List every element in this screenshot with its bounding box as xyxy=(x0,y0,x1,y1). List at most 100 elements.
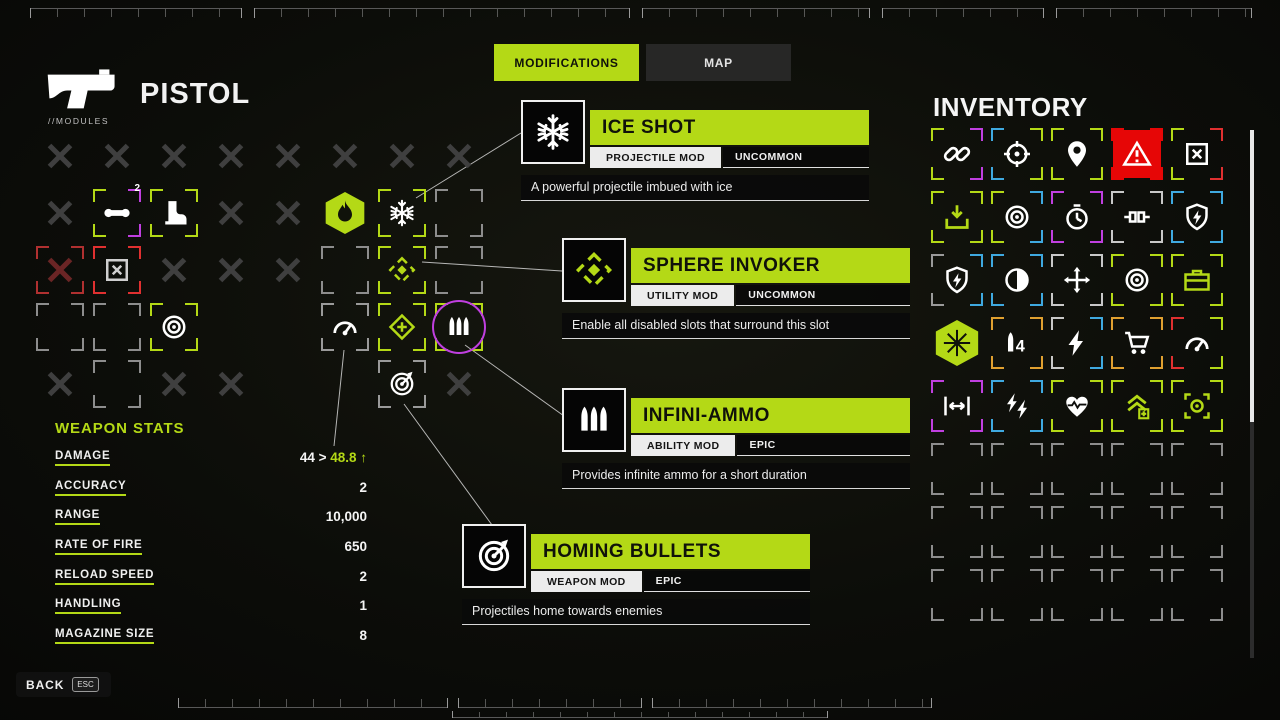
empty-mod-slot[interactable] xyxy=(435,189,483,237)
bullseye-mod-slot[interactable] xyxy=(150,303,198,351)
snowflake-icon xyxy=(537,114,569,150)
bullet-trio-icon xyxy=(449,317,469,335)
mod-rarity-chip: UNCOMMON xyxy=(736,285,910,306)
crosshair-icon xyxy=(1004,141,1030,167)
disabled-slot xyxy=(209,248,253,292)
ruler-segment xyxy=(652,698,932,708)
hazard-item[interactable] xyxy=(1111,128,1163,180)
card-icon-box xyxy=(462,524,526,588)
slot-corner xyxy=(1111,443,1124,456)
empty-mod-slot[interactable] xyxy=(93,360,141,408)
empty-mod-slot[interactable] xyxy=(36,303,84,351)
double-lightning-item[interactable] xyxy=(991,380,1043,432)
diamond-plus-mod-slot[interactable] xyxy=(378,303,426,351)
width-arrows-icon xyxy=(944,396,970,416)
slot-corner xyxy=(36,338,49,351)
slot-corner xyxy=(1090,545,1103,558)
slot-corner xyxy=(1171,506,1184,519)
lightning-item[interactable] xyxy=(1051,317,1103,369)
crosshair-item[interactable] xyxy=(991,128,1043,180)
eclipse-item[interactable] xyxy=(991,254,1043,306)
cart-item[interactable] xyxy=(1111,317,1163,369)
shield-bolt-item[interactable] xyxy=(1171,191,1223,243)
weapon-header: PISTOL //MODULES xyxy=(44,66,249,126)
ruler-segment xyxy=(30,8,242,18)
empty-mod-slot[interactable] xyxy=(93,303,141,351)
connector-icon xyxy=(1124,211,1150,223)
target-brackets-item[interactable] xyxy=(1171,380,1223,432)
wrench-mod-slot[interactable]: 2 xyxy=(93,183,141,237)
starburst-item[interactable] xyxy=(933,319,981,367)
stat-label: RELOAD SPEED xyxy=(55,569,155,585)
slot-corner xyxy=(128,395,141,408)
move-arrows-item[interactable] xyxy=(1051,254,1103,306)
boot-mod-slot[interactable] xyxy=(150,189,198,237)
slot-corner xyxy=(931,443,944,456)
bullseye-item[interactable] xyxy=(991,191,1043,243)
slot-corner xyxy=(991,443,1004,456)
disabled-slot xyxy=(266,191,310,235)
target-brackets-icon xyxy=(1184,393,1210,419)
crossed-box-item[interactable] xyxy=(1171,128,1223,180)
slot-corner xyxy=(1150,482,1163,495)
connector-item[interactable] xyxy=(1111,191,1163,243)
mod-description: Enable all disabled slots that surround … xyxy=(562,313,910,339)
chain-link-item[interactable] xyxy=(931,128,983,180)
flame-mod-slot[interactable] xyxy=(323,191,367,235)
speedometer-icon xyxy=(333,321,357,336)
slot-corner xyxy=(435,246,448,259)
install-arrow-item[interactable] xyxy=(931,191,983,243)
slot-corner xyxy=(470,281,483,294)
slot-corner xyxy=(470,189,483,202)
ruler-segment xyxy=(882,8,1044,18)
bullet-trio-mod-slot[interactable] xyxy=(432,300,486,354)
ammo-count-item[interactable]: 4 xyxy=(991,317,1043,369)
mod-description: A powerful projectile imbued with ice xyxy=(521,175,869,201)
map-pin-item[interactable] xyxy=(1051,128,1103,180)
x-mark-icon xyxy=(104,143,130,169)
upgrade-arrows-item[interactable] xyxy=(1111,380,1163,432)
sphere-brackets-mod-slot[interactable] xyxy=(378,246,426,294)
empty-mod-slot[interactable] xyxy=(435,246,483,294)
ammo-case-item[interactable] xyxy=(1171,254,1223,306)
slot-corner xyxy=(1111,482,1124,495)
speedometer-item[interactable] xyxy=(1171,317,1223,369)
timer-item[interactable] xyxy=(1051,191,1103,243)
empty-mod-slot[interactable] xyxy=(321,246,369,294)
crossed-box-mod-slot[interactable] xyxy=(93,246,141,294)
back-button[interactable]: BACK ESC xyxy=(16,672,111,697)
crossed-box-icon xyxy=(105,258,129,282)
heart-pulse-item[interactable] xyxy=(1051,380,1103,432)
slot-corner xyxy=(1051,545,1064,558)
card-icon-box xyxy=(562,238,626,302)
empty-inventory-slot xyxy=(931,443,983,495)
sphere-brackets-icon xyxy=(388,256,416,284)
snowflake-mod-slot[interactable] xyxy=(378,189,426,237)
inventory-scrollbar-track[interactable] xyxy=(1250,130,1254,658)
slot-corner xyxy=(1090,482,1103,495)
tooltip-card-ice-shot: ICE SHOT PROJECTILE MOD UNCOMMON A power… xyxy=(521,100,869,201)
slot-count-badge: 2 xyxy=(134,183,140,194)
ruler-segment xyxy=(642,8,870,18)
inventory-scrollbar-thumb[interactable] xyxy=(1250,130,1254,422)
slot-corner xyxy=(470,224,483,237)
slot-corner xyxy=(93,360,106,373)
width-arrows-item[interactable] xyxy=(931,380,983,432)
back-label: BACK xyxy=(26,677,65,692)
empty-inventory-slot xyxy=(1051,443,1103,495)
shield-bolt-item[interactable] xyxy=(931,254,983,306)
slot-corner xyxy=(1150,569,1163,582)
speedometer-mod-slot[interactable] xyxy=(321,303,369,351)
slot-corner xyxy=(1111,545,1124,558)
empty-inventory-slot xyxy=(1051,569,1103,621)
x-mark-icon xyxy=(47,257,73,283)
slot-corner xyxy=(1051,443,1064,456)
tab-modifications[interactable]: MODIFICATIONS xyxy=(494,44,639,81)
slot-corner xyxy=(1051,482,1064,495)
slot-corner xyxy=(931,608,944,621)
svg-text:4: 4 xyxy=(1016,338,1025,356)
lightning-icon xyxy=(1068,330,1083,356)
bullseye-item[interactable] xyxy=(1111,254,1163,306)
homing-target-mod-slot[interactable] xyxy=(378,360,426,408)
tab-map[interactable]: MAP xyxy=(646,44,791,81)
